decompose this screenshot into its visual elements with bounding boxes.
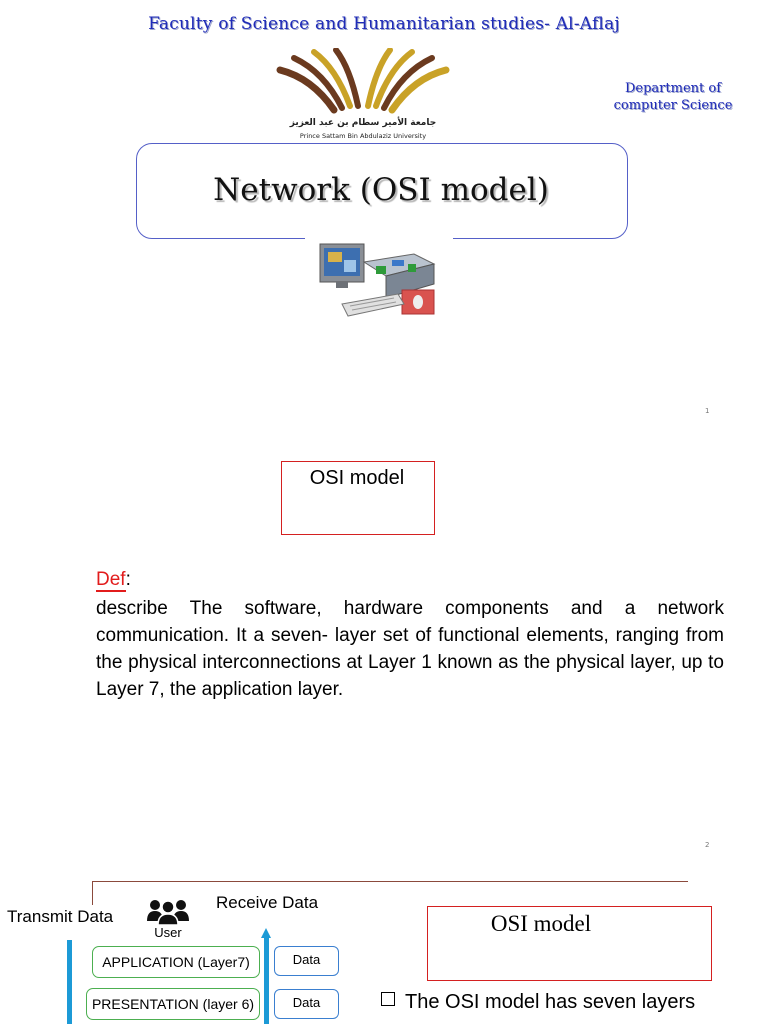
layer-application: APPLICATION (Layer7) — [92, 946, 260, 978]
logo-english-text: Prince Sattam Bin Abdulaziz University — [299, 132, 427, 140]
user-label: User — [154, 925, 182, 940]
divider-line-side — [92, 881, 93, 905]
users-icon — [146, 897, 190, 926]
checkbox-bullet-icon — [381, 992, 395, 1006]
logo-fan-icon — [276, 47, 450, 114]
title-frame-gap — [305, 230, 453, 242]
slide-title: Network (OSI model) — [213, 172, 549, 208]
receive-arrow-bar — [264, 938, 269, 1024]
computer-illustration — [314, 234, 442, 326]
faculty-heading: Faculty of Science and Humanitarian stud… — [148, 14, 620, 34]
department-label: Department of computer Science — [604, 80, 742, 114]
logo-arabic-text: جامعة الأمير سطام بن عبد العزيز — [289, 118, 437, 128]
page-number: 2 — [705, 841, 710, 849]
osi-title-box — [281, 461, 435, 535]
def-colon: : — [125, 569, 131, 590]
layer-presentation: PRESENTATION (layer 6) — [86, 988, 260, 1020]
university-logo: جامعة الأمير سطام بن عبد العزيز Prince S… — [272, 47, 454, 144]
osi-title-text: OSI model — [309, 467, 405, 489]
computer-icon — [319, 243, 436, 317]
department-line1: Department of — [624, 81, 721, 96]
osi-title-box — [427, 906, 712, 981]
data-box: Data — [274, 989, 339, 1019]
definition-label: Def: — [96, 569, 131, 592]
transmit-arrow-bar — [67, 940, 72, 1024]
definition-text: describe The software, hardware componen… — [96, 598, 724, 700]
data-box: Data — [274, 946, 339, 976]
bullet-item: The OSI model has seven layers — [381, 991, 695, 1014]
osi-title-text: OSI model — [490, 911, 592, 936]
bullet-text: The OSI model has seven layers — [405, 991, 696, 1013]
receive-label: Receive Data — [216, 893, 319, 912]
transmit-label: Transmit Data — [7, 907, 114, 926]
def-word: Def — [96, 569, 126, 592]
department-line2: computer Science — [613, 98, 733, 113]
divider-line — [92, 881, 688, 882]
arrow-up-icon — [261, 928, 271, 938]
page-number: 1 — [705, 407, 710, 415]
